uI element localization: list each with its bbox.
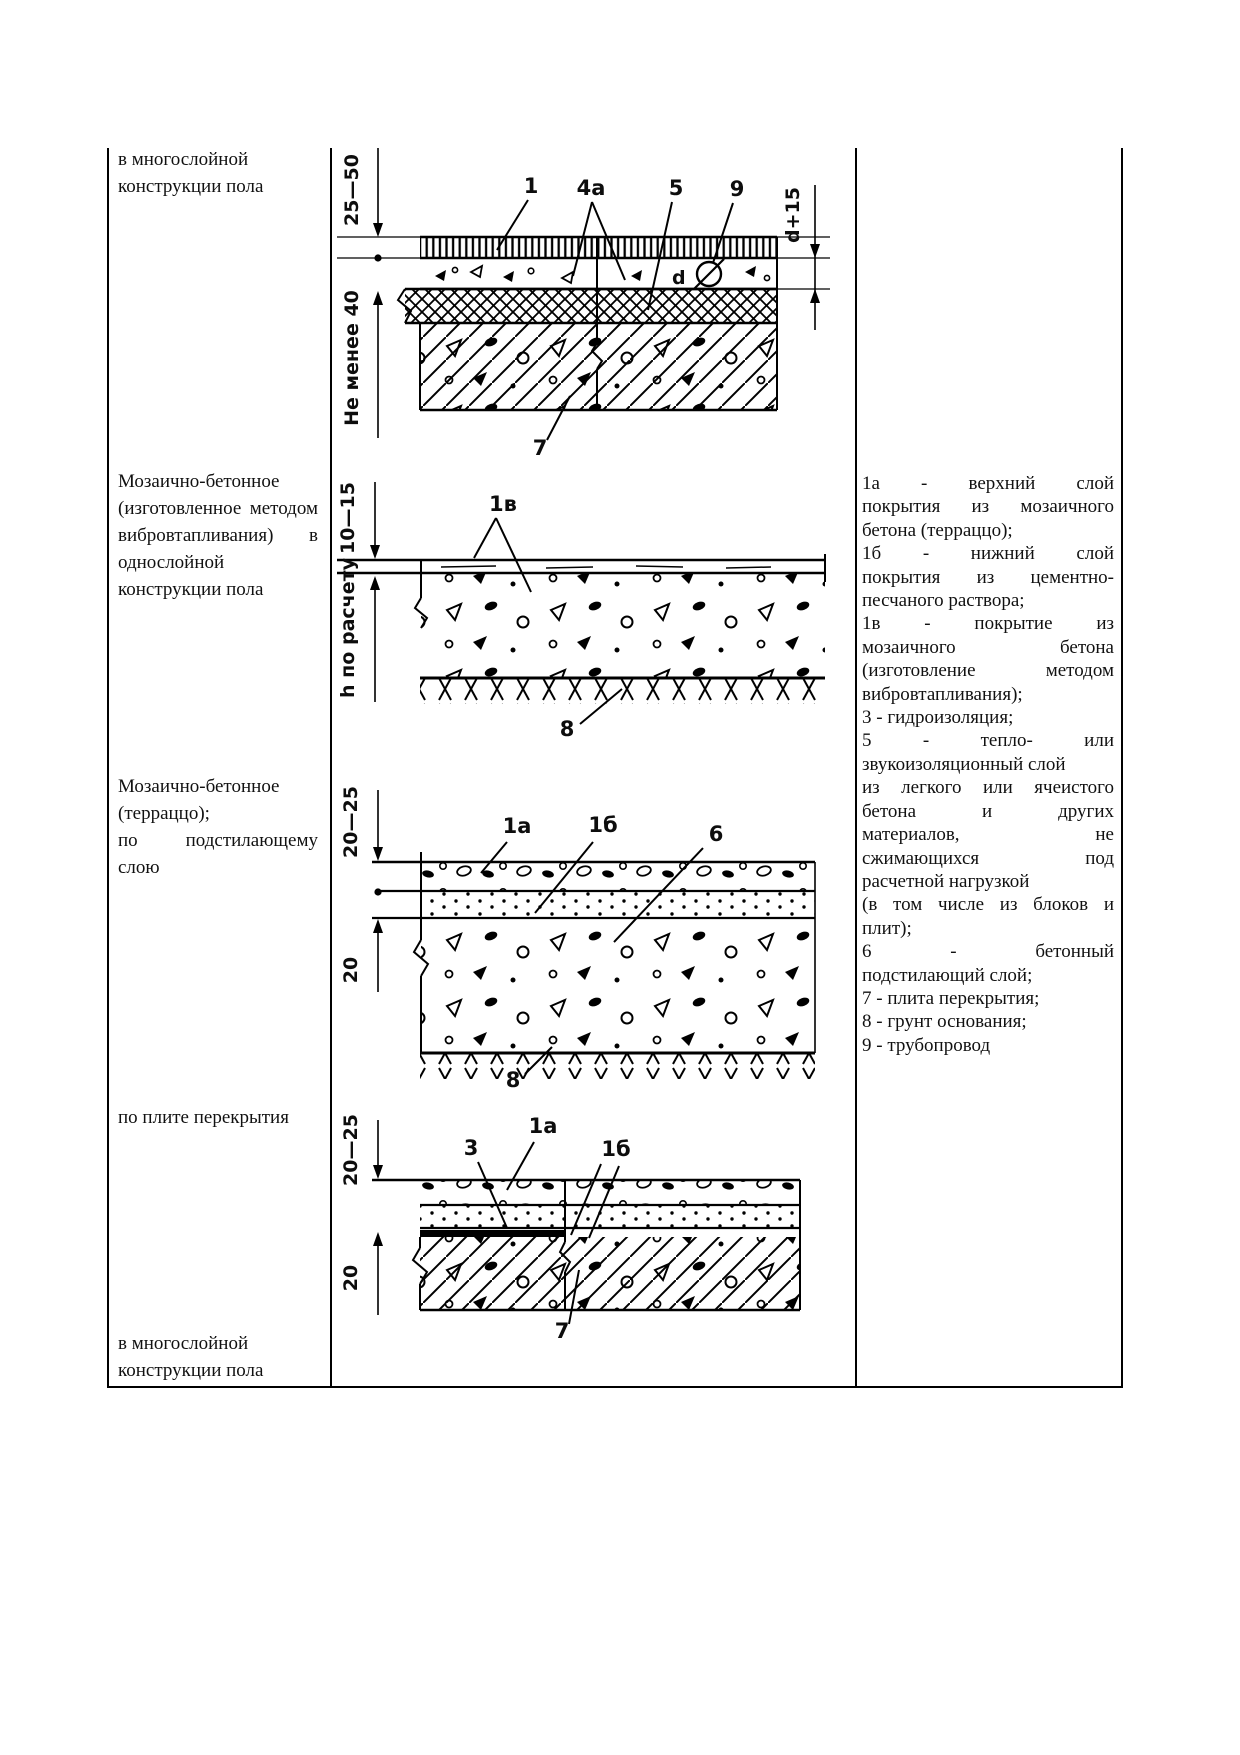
callout-4a: 4а: [577, 176, 606, 200]
legend-line: расчетной нагрузкой: [862, 870, 1030, 892]
legend-line: 1б - нижний слой: [862, 543, 1114, 565]
table-border-col2: [330, 148, 332, 1388]
legend-line: 3 - гидроизоляция;: [862, 707, 1014, 729]
legend-line: 1в - покрытие из: [862, 613, 1114, 635]
legend-line: покрытия из мозаичного: [862, 496, 1114, 518]
table-border-right: [1121, 148, 1123, 1388]
callout-1b: 1б: [601, 1137, 630, 1161]
legend-line: песчаного раствора;: [862, 590, 1025, 612]
ground-base: [420, 676, 825, 704]
legend-line: 8 - грунт основания;: [862, 1011, 1027, 1033]
svg-text:20—25: 20—25: [340, 1114, 362, 1186]
row-label-2: Мозаично-бетонное (изготовленное методом…: [118, 471, 318, 600]
callout-1b: 1б: [588, 813, 617, 837]
layer-terrazzo-top: [372, 860, 815, 893]
layer-insulation: [396, 287, 777, 325]
legend-line: 6 - бетонный: [862, 941, 1114, 963]
legend-line: сжимающихся под: [862, 847, 1114, 869]
diagram-1-multilayer: d: [337, 148, 830, 460]
dimension-25-50: 25—50: [341, 148, 383, 262]
callout-3: 3: [464, 1136, 479, 1160]
callout-8: 8: [506, 1068, 521, 1092]
legend-line: плит);: [862, 917, 912, 939]
callout-1a: 1а: [529, 1114, 558, 1138]
svg-text:h по расчету: h по расчету: [337, 557, 359, 698]
legend-line: вибровтапливания);: [862, 683, 1023, 705]
legend: 1а - верхний слой покрытия из мозаичного…: [858, 472, 1118, 1057]
dimension-ne-menee-40: Не менее 40: [341, 290, 383, 438]
ground-base: [420, 1051, 815, 1079]
svg-text:20: 20: [340, 1265, 362, 1291]
row-label-3-part1: Мозаично-бетонное (терраццо);: [118, 776, 280, 824]
row-label-4: по плите перекрытия: [118, 1107, 289, 1128]
pipe-diameter-label: d: [672, 267, 686, 289]
dimension-20-25: 20—25: [340, 786, 383, 896]
dimension-h-raschet: h по расчету: [337, 557, 380, 702]
callout-1v: 1в: [489, 492, 517, 516]
svg-text:20: 20: [340, 957, 362, 983]
callout-9: 9: [730, 177, 745, 201]
diagram-4-terrazzo-on-slab: 3 1а 1б: [340, 1114, 801, 1343]
callouts-diagram-1: 1 4а 5 9 7: [496, 174, 745, 460]
table-border-left: [107, 148, 109, 1388]
legend-line: покрытия из цементно-: [862, 566, 1114, 588]
floor-diagrams: d: [337, 148, 830, 1343]
layer-mosaic-topping: [420, 235, 777, 260]
legend-line: (изготовление методом: [862, 660, 1114, 682]
callout-1: 1: [524, 174, 539, 198]
legend-line: звукоизоляционный слой: [862, 753, 1066, 775]
legend-line: 7 - плита перекрытия;: [862, 987, 1040, 1009]
legend-line: бетона (терраццо);: [862, 519, 1013, 541]
svg-text:Не менее 40: Не менее 40: [341, 290, 363, 426]
legend-line: 1а - верхний слой: [862, 473, 1114, 494]
pipe-symbol: [693, 258, 725, 290]
layer-concrete-underlay: [412, 852, 816, 1053]
callout-6: 6: [709, 822, 724, 846]
row-label-5: в многослойной конструкции пола: [118, 1333, 264, 1381]
svg-text:20—25: 20—25: [340, 786, 362, 858]
dimension-10-15: 10—15: [337, 482, 380, 559]
layer-waterproofing: [420, 1230, 566, 1237]
layer-concrete-body: [413, 560, 825, 678]
legend-line: подстилающий слой;: [862, 964, 1033, 986]
callout-8: 8: [560, 717, 575, 741]
layer-mortar-bed: [420, 1206, 800, 1230]
row-label-3: Мозаично-бетонное (терраццо); по подстил…: [118, 773, 318, 881]
diagram-3-terrazzo-underlay: 1а 1б 6: [340, 786, 816, 1092]
dimension-20-25: 20—25: [340, 1114, 383, 1186]
legend-line: материалов, не: [862, 824, 1114, 846]
dimension-20: 20: [340, 919, 383, 992]
layer-terrazzo-top: [372, 1178, 800, 1207]
layer-slab: [419, 237, 778, 412]
callout-7: 7: [533, 436, 548, 460]
dimension-20: 20: [340, 1232, 383, 1315]
legend-line: 5 - тепло- или: [862, 730, 1114, 752]
legend-line: бетона и других: [862, 800, 1114, 822]
diagram-2-single-layer: 1в 8: [337, 482, 826, 741]
legend-line: 9 - трубопровод: [862, 1034, 991, 1056]
row-label-3-part2: по подстилающему слою: [118, 830, 318, 878]
legend-line: мозаичного бетона: [862, 636, 1114, 658]
table-border-col3: [855, 148, 857, 1388]
svg-text:d+15: d+15: [782, 187, 804, 243]
dimension-d-plus-15: d+15: [782, 185, 820, 330]
table-border-bottom: [107, 1386, 1123, 1388]
layer-floor-slab: [411, 1180, 801, 1312]
svg-text:25—50: 25—50: [341, 154, 363, 226]
layer-mortar-bed: [372, 892, 815, 920]
legend-line: из легкого или ячеистого: [862, 777, 1114, 799]
legend-line: (в том числе из блоков и: [862, 894, 1114, 916]
callout-5: 5: [669, 176, 684, 200]
layer-mortar-with-pipe: d: [420, 258, 777, 291]
callout-7: 7: [555, 1319, 570, 1343]
svg-text:10—15: 10—15: [337, 482, 359, 554]
row-label-1: в многослойной конструкции пола: [118, 149, 264, 197]
callout-1a: 1а: [503, 814, 532, 838]
